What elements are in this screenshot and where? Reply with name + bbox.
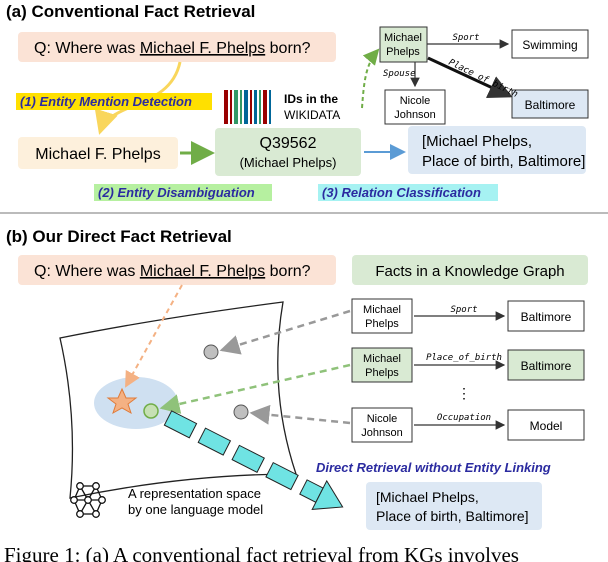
svg-text:Baltimore: Baltimore bbox=[521, 359, 572, 373]
question-text-b: Q: Where was Michael F. Phelps born? bbox=[34, 263, 311, 280]
mention-text: Michael F. Phelps bbox=[35, 146, 160, 163]
result-a-line2: Place of birth, Baltimore] bbox=[422, 153, 585, 170]
svg-text:Baltimore: Baltimore bbox=[525, 98, 576, 112]
svg-text:Phelps: Phelps bbox=[365, 318, 399, 330]
svg-text:Phelps: Phelps bbox=[386, 46, 420, 58]
step2-highlight bbox=[94, 184, 272, 201]
panel-a-title: (a) Conventional Fact Retrieval bbox=[6, 2, 255, 21]
direct-retrieval-arrow bbox=[163, 410, 344, 511]
link-fact-3 bbox=[249, 404, 351, 425]
svg-text:Michael: Michael bbox=[384, 32, 422, 44]
node-baltimore-a bbox=[511, 89, 589, 119]
figure-caption: Figure 1: (a) A conventional fact retrie… bbox=[4, 543, 519, 562]
svg-text:Michael: Michael bbox=[363, 304, 401, 316]
entity-id: Q39562 bbox=[260, 135, 317, 152]
svg-text:Johnson: Johnson bbox=[361, 427, 403, 439]
result-box-b bbox=[366, 482, 542, 530]
node-swimming bbox=[511, 29, 589, 59]
svg-text:Nicole: Nicole bbox=[400, 95, 431, 107]
direct-retrieval-label: Direct Retrieval without Entity Linking bbox=[316, 460, 551, 475]
question-box-b bbox=[18, 255, 336, 285]
entity-id-box bbox=[215, 128, 361, 176]
wikidata-text-2: WIKIDATA bbox=[284, 108, 340, 122]
kg-graph-a: Michael Phelps Swimming Nicole Johnson B… bbox=[379, 26, 589, 125]
svg-text:Nicole: Nicole bbox=[367, 413, 398, 425]
svg-text:Phelps: Phelps bbox=[365, 367, 399, 379]
edge-sport-a: Sport bbox=[452, 33, 479, 43]
step1-highlight bbox=[16, 93, 212, 110]
wikidata-barcode bbox=[224, 90, 271, 124]
svg-text:Sport: Sport bbox=[450, 305, 477, 315]
svg-text:Swimming: Swimming bbox=[522, 38, 577, 52]
result-b-line1: [Michael Phelps, bbox=[376, 489, 479, 505]
question-box-a bbox=[18, 32, 336, 62]
mention-box bbox=[18, 137, 178, 169]
kg-header: Facts in a Knowledge Graph bbox=[375, 263, 564, 280]
question-text-a: Q: Where was Michael F. Phelps born? bbox=[34, 40, 311, 57]
neural-network-icon bbox=[70, 482, 106, 518]
wikidata-text-1: IDs in the bbox=[284, 92, 338, 106]
svg-text:Occupation: Occupation bbox=[437, 413, 491, 423]
svg-text:Baltimore: Baltimore bbox=[521, 310, 572, 324]
node-nicole-a bbox=[384, 89, 446, 125]
svg-text:Michael: Michael bbox=[363, 353, 401, 365]
query-star bbox=[106, 387, 138, 415]
result-box-a bbox=[408, 126, 586, 174]
wikidata-graph-arrow bbox=[361, 48, 380, 109]
facts-ellipsis: ⋮ bbox=[457, 385, 471, 401]
link-fact-2 bbox=[159, 363, 351, 414]
step3-highlight bbox=[318, 184, 498, 201]
svg-text:Johnson: Johnson bbox=[394, 109, 436, 121]
result-a-line1: [Michael Phelps, bbox=[422, 133, 532, 150]
fact-point-2 bbox=[143, 403, 159, 419]
node-michael-a bbox=[379, 26, 428, 63]
space-caption-1: A representation space bbox=[128, 486, 261, 501]
fact-point-3 bbox=[233, 404, 249, 420]
edge-spouse-a: Spouse bbox=[383, 69, 416, 79]
svg-text:Place_of_birth: Place_of_birth bbox=[426, 353, 502, 363]
step3-label: (3) Relation Classification bbox=[322, 185, 481, 200]
link-fact-1 bbox=[219, 309, 351, 355]
fact-row-3: Nicole Johnson Occupation Model bbox=[351, 407, 585, 443]
fact-row-2: Michael Phelps Place_of_birth Baltimore bbox=[351, 347, 585, 383]
fact-row-1: Michael Phelps Sport Baltimore bbox=[351, 298, 585, 334]
query-arrow bbox=[125, 284, 183, 388]
fact-point-1 bbox=[203, 344, 219, 360]
edge-place-a: Place_of_birth bbox=[447, 58, 520, 100]
space-blob bbox=[94, 377, 178, 429]
panel-b-title: (b) Our Direct Fact Retrieval bbox=[6, 227, 232, 246]
step1-label: (1) Entity Mention Detection bbox=[20, 94, 192, 109]
svg-text:Model: Model bbox=[530, 419, 563, 433]
space-caption-2: by one language model bbox=[128, 502, 263, 517]
entity-name: (Michael Phelps) bbox=[240, 155, 337, 170]
step2-label: (2) Entity Disambiguation bbox=[98, 185, 255, 200]
result-b-line2: Place of birth, Baltimore] bbox=[376, 508, 529, 524]
kg-header-box bbox=[352, 255, 588, 285]
